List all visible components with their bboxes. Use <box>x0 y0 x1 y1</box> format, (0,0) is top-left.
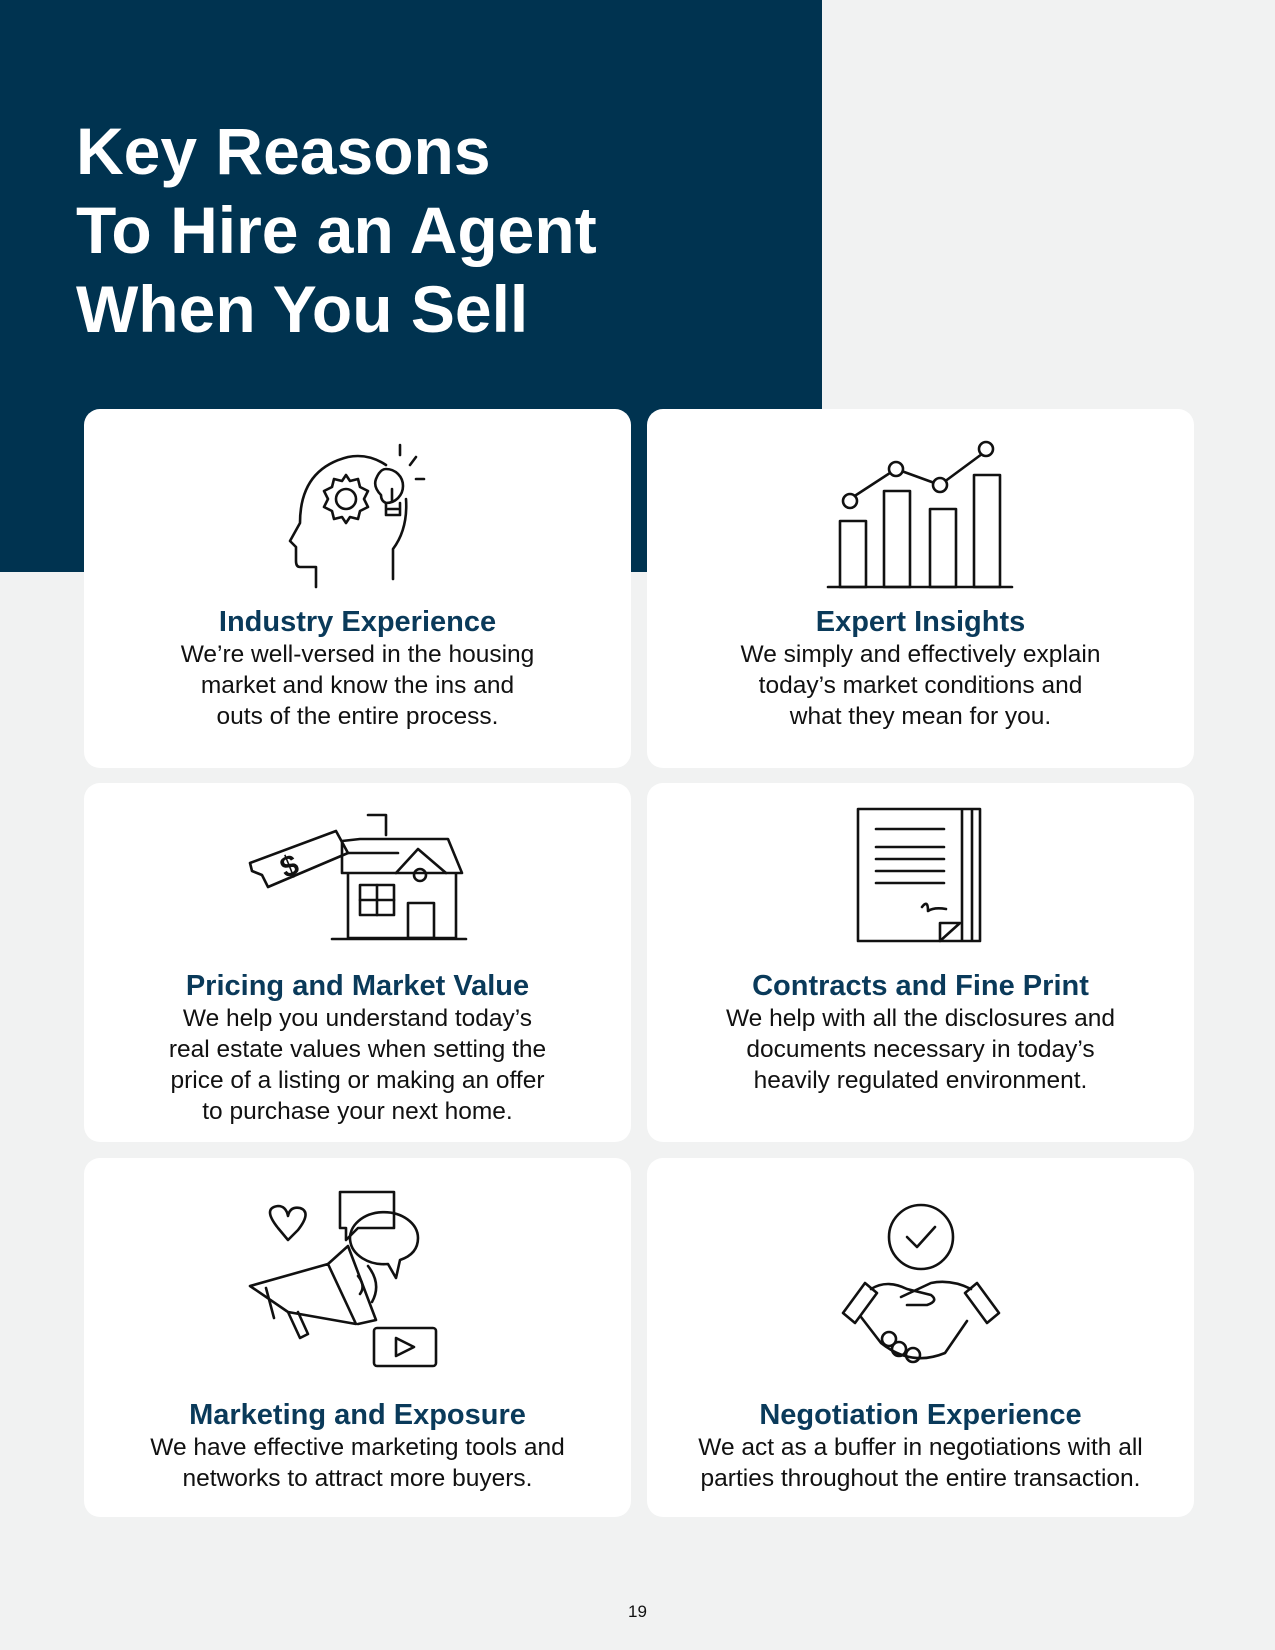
card-heading: Expert Insights <box>815 606 1026 638</box>
title-line: Key Reasons <box>76 114 491 188</box>
card-text: We help with all the disclosures and doc… <box>725 1005 1116 1094</box>
card-text: We act as a buffer in negotiations with … <box>698 1434 1143 1492</box>
card-heading: Contracts and Fine Print <box>752 970 1089 1002</box>
title-line: When You Sell <box>76 272 529 346</box>
svg-text:$: $ <box>275 848 303 885</box>
page-number: 19 <box>628 1602 647 1621</box>
card-text: We have effective marketing tools and ne… <box>150 1434 565 1492</box>
card-industry-experience: Industry Experience We’re well-versed in… <box>84 409 631 768</box>
head-gear-lightbulb-icon <box>84 409 631 589</box>
card-heading: Pricing and Market Value <box>185 970 530 1002</box>
card-text: We’re well-versed in the housing market … <box>180 641 535 730</box>
page-title: Key Reasons To Hire an Agent When You Se… <box>76 112 597 349</box>
card-text: We simply and effectively explain today’… <box>740 641 1101 730</box>
title-line: To Hire an Agent <box>76 193 597 267</box>
card-heading: Marketing and Exposure <box>189 1399 526 1431</box>
house-price-tag-icon: $ <box>84 783 631 943</box>
card-heading: Negotiation Experience <box>759 1399 1082 1431</box>
card-pricing-market-value: $ Pricing and Market Value We help you u… <box>84 783 631 1142</box>
card-text: We help you understand today’s real esta… <box>168 1005 547 1125</box>
card-marketing-exposure: Marketing and Exposure We have effective… <box>84 1158 631 1517</box>
handshake-check-icon <box>647 1158 1194 1368</box>
megaphone-social-icon <box>84 1158 631 1368</box>
card-contracts-fine-print: Contracts and Fine Print We help with al… <box>647 783 1194 1142</box>
card-negotiation-experience: Negotiation Experience We act as a buffe… <box>647 1158 1194 1517</box>
bar-chart-trend-icon <box>647 409 1194 589</box>
card-heading: Industry Experience <box>218 606 497 638</box>
contract-document-icon <box>647 783 1194 943</box>
card-expert-insights: Expert Insights We simply and effectivel… <box>647 409 1194 768</box>
